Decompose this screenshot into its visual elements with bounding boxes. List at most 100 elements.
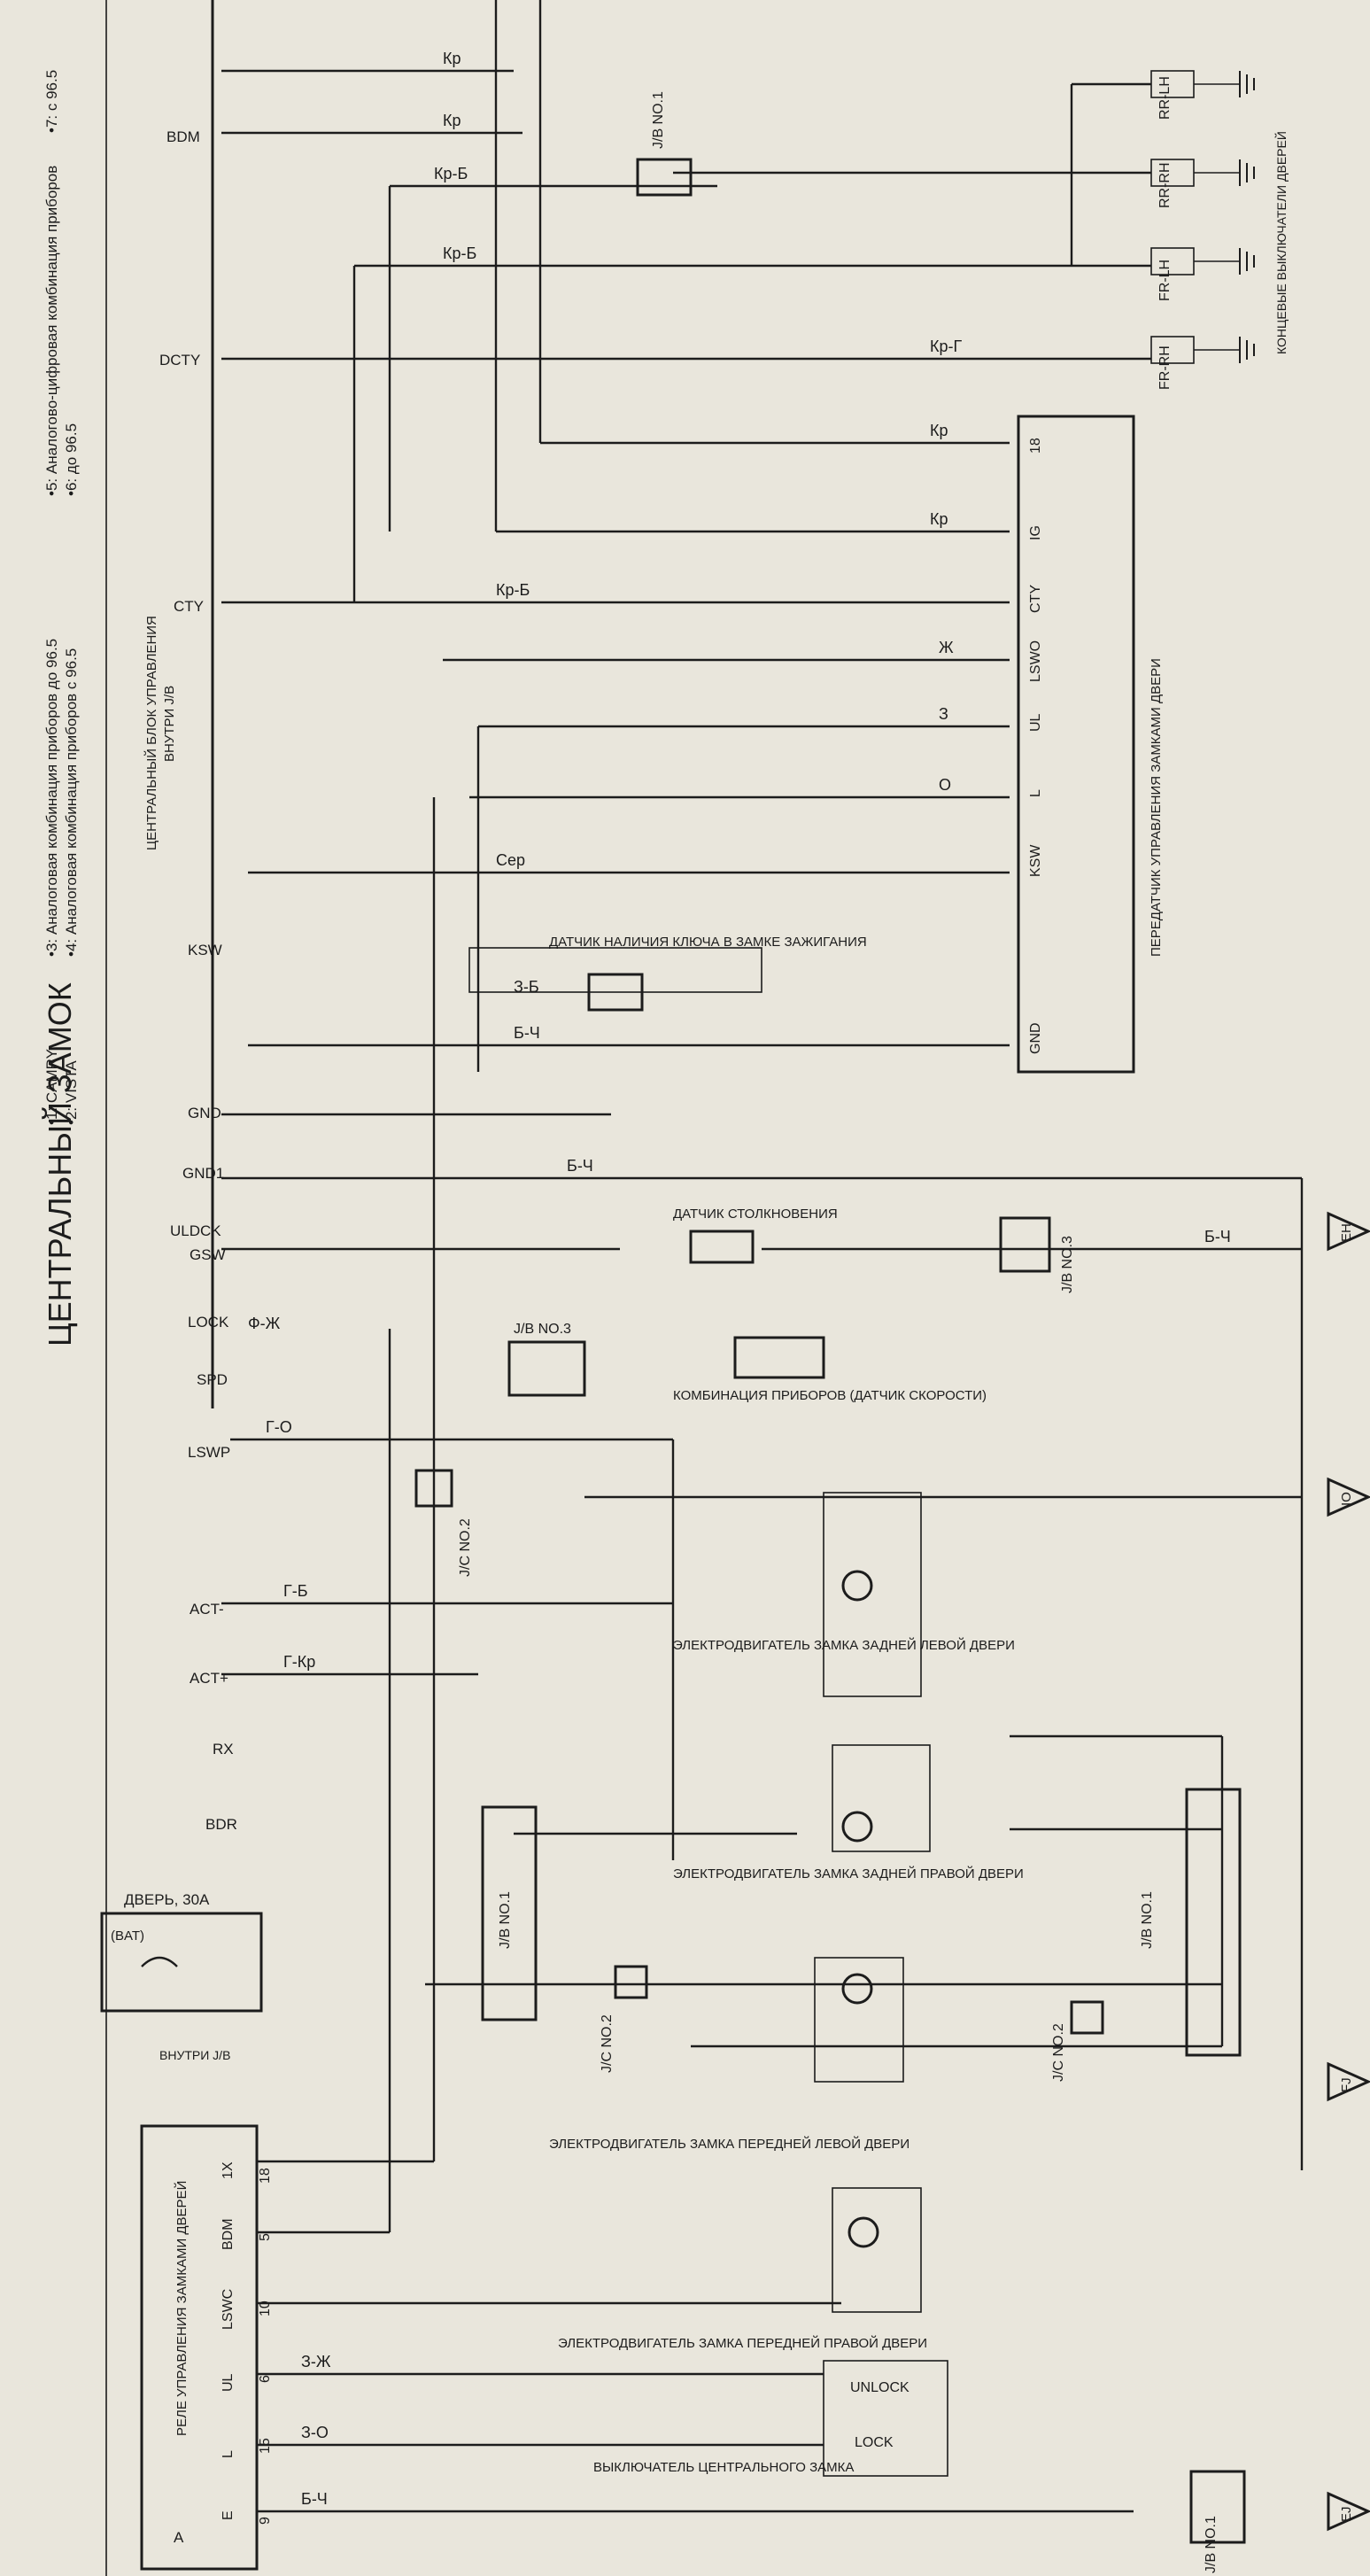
relay-num-5: 5 [258, 2233, 273, 2241]
note-3: •3: Аналоговая комбинация приборов до 96… [43, 639, 60, 957]
terminal-lswp: LSWP [188, 1444, 230, 1461]
rear-left-motor: ЭЛЕКТРОДВИГАТЕЛЬ ЗАМКА ЗАДНЕЙ ЛЕВОЙ ДВЕР… [673, 1492, 1015, 1697]
relay-num-18: 18 [258, 2168, 273, 2184]
main-switch-unlock: UNLOCK [850, 2380, 909, 2395]
jb-no3-right-label: J/B NO.3 [1060, 1236, 1075, 1293]
front-left-motor: ЭЛЕКТРОДВИГАТЕЛЬ ЗАМКА ПЕРЕДНЕЙ ЛЕВОЙ ДВ… [549, 1957, 909, 2152]
door-switch-rr-rh: RR-RH [1150, 159, 1240, 208]
transmitter-pin-lswo: LSWO [1028, 640, 1043, 682]
door-switch-fr-lh-label: FR-LH [1157, 260, 1173, 301]
terminal-bdm: BDM [166, 128, 200, 145]
jc-no2-left: J/C NO.2 [414, 1469, 473, 1577]
terminal-dcty: DCTY [159, 352, 200, 369]
wire-label-bch-1: Б-Ч [514, 1024, 540, 1042]
note-1: •1: CAMRY [43, 1049, 60, 1125]
relay-num-6: 6 [258, 2375, 273, 2383]
ground-ej: EJ [1339, 2506, 1354, 2522]
jc-no2-right-label: J/C NO.2 [1051, 2023, 1066, 2082]
relay-pin-bdm: BDM [221, 2218, 236, 2250]
jc-no2-center: J/C NO.2 [600, 1965, 648, 2073]
wire-label-zo: З-О [301, 2424, 329, 2441]
fuse-sub: ВНУТРИ J/B [159, 2048, 230, 2062]
central-unit-sub: ВНУТРИ J/B [162, 686, 177, 762]
wire-label-gkr: Г-Кр [283, 1653, 315, 1671]
ground-flags: EH IO FJ EJ [1327, 1211, 1370, 2532]
transmitter: ПЕРЕДАТЧИК УПРАВЛЕНИЯ ЗАМКАМИ ДВЕРИ 18 I… [1017, 415, 1164, 1074]
terminal-gnd: GND [188, 1105, 221, 1121]
wire-label-bch-3: Б-Ч [1204, 1228, 1231, 1245]
jb-no1-center: J/B NO.1 [481, 1805, 538, 2021]
central-unit: ЦЕНТРАЛЬНЫЙ БЛОК УПРАВЛЕНИЯ ВНУТРИ J/B B… [105, 0, 237, 2576]
wire-label-gb: Г-Б [283, 1582, 308, 1600]
door-switches-label: КОНЦЕВЫЕ ВЫКЛЮЧАТЕЛИ ДВЕРЕЙ [1273, 131, 1289, 354]
note-5: •5: Аналогово-цифровая комбинация прибор… [43, 166, 60, 496]
wire-label-kr-1: Кр [443, 50, 461, 67]
transmitter-pin-18: 18 [1028, 438, 1043, 454]
terminal-ksw: KSW [188, 942, 222, 958]
wire-label-kr-4: Кр [930, 510, 948, 528]
transmitter-pin-ul: UL [1028, 713, 1043, 732]
terminal-gsw: GSW [190, 1246, 226, 1263]
key-sensor: ДАТЧИК НАЛИЧИЯ КЛЮЧА В ЗАМКЕ ЗАЖИГАНИЯ [468, 935, 867, 1012]
wire-label-o: О [939, 776, 951, 794]
rear-left-motor-label: ЭЛЕКТРОДВИГАТЕЛЬ ЗАМКА ЗАДНЕЙ ЛЕВОЙ ДВЕР… [673, 1637, 1015, 1653]
wire-bundle [221, 0, 1304, 2513]
central-unit-label: ЦЕНТРАЛЬНЫЙ БЛОК УПРАВЛЕНИЯ [143, 616, 159, 850]
transmitter-label: ПЕРЕДАТЧИК УПРАВЛЕНИЯ ЗАМКАМИ ДВЕРИ [1149, 658, 1164, 957]
jb-no1-right-label: J/B NO.1 [1140, 1891, 1155, 1949]
main-switch-lock: LOCK [855, 2435, 894, 2450]
jb-no1-top: J/B NO.1 [636, 91, 693, 197]
terminal-gnd1: GND1 [182, 1165, 224, 1182]
ground-io: IO [1339, 1492, 1354, 1506]
door-switch-rr-lh: RR-LH [1150, 70, 1240, 120]
note-2: •2: VISTA [63, 1060, 80, 1125]
ground-symbols [1239, 71, 1255, 363]
note-6: •6: до 96.5 [63, 423, 80, 496]
relay-pin-e: E [221, 2510, 236, 2520]
jb-no1-bottom-label: J/B NO.1 [1204, 2516, 1219, 2573]
main-switch-label: ВЫКЛЮЧАТЕЛЬ ЦЕНТРАЛЬНОГО ЗАМКА [593, 2460, 854, 2475]
relay-pin-ul: UL [221, 2373, 236, 2392]
door-switch-rr-rh-label: RR-RH [1157, 162, 1173, 208]
wire-label-krb-2: Кр-Б [443, 244, 476, 262]
wire-label-bch-4: Б-Ч [301, 2490, 328, 2508]
jb-no1-right: J/B NO.1 [1140, 1788, 1242, 2057]
terminal-lock: LOCK [188, 1314, 229, 1331]
jb-no3-label: J/B NO.3 [514, 1322, 571, 1337]
front-right-motor-label: ЭЛЕКТРОДВИГАТЕЛЬ ЗАМКА ПЕРЕДНЕЙ ПРАВОЙ Д… [558, 2335, 927, 2351]
terminal-act-minus: ACT- [190, 1601, 224, 1618]
door-fuse: ДВЕРЬ, 30А (BAT) ВНУТРИ J/B [100, 1891, 263, 2062]
wire-label-zb: З-Б [514, 978, 539, 996]
ground-fj: FJ [1339, 2077, 1354, 2092]
relay-code: A [174, 2529, 184, 2546]
wire-label-kr-3: Кр [930, 422, 948, 439]
wire-label-krb-1: Кр-Б [434, 165, 468, 182]
jc-no2-center-label: J/C NO.2 [600, 2014, 615, 2073]
terminal-cty: CTY [174, 598, 204, 615]
ground-eh: EH [1339, 1223, 1354, 1242]
door-switch-fr-rh-label: FR-RH [1157, 345, 1173, 390]
wire-label-krg: Кр-Г [930, 338, 962, 355]
jb-no1-top-label: J/B NO.1 [651, 91, 666, 149]
jc-no2-left-label: J/C NO.2 [458, 1518, 473, 1577]
terminal-rx: RX [213, 1741, 234, 1757]
speed-sensor: КОМБИНАЦИЯ ПРИБОРОВ (ДАТЧИК СКОРОСТИ) [673, 1336, 987, 1403]
fuse-label: ДВЕРЬ, 30А [124, 1891, 210, 1908]
relay-pin-1x: 1X [221, 2161, 236, 2179]
terminal-spd: SPD [197, 1371, 228, 1388]
speed-sensor-label: КОМБИНАЦИЯ ПРИБОРОВ (ДАТЧИК СКОРОСТИ) [673, 1388, 987, 1403]
relay-pin-l: L [221, 2450, 236, 2458]
door-switch-fr-rh: FR-RH [1150, 336, 1240, 390]
door-switch-rr-lh-label: RR-LH [1157, 76, 1173, 120]
central-unit-terminals: BDM DCTY CTY KSW GND GND1 ULDCK GSW LOCK… [159, 128, 237, 1833]
transmitter-pin-ig: IG [1028, 525, 1043, 540]
jc-no2-right: J/C NO.2 [1051, 2000, 1104, 2082]
wire-label-z: З [939, 705, 948, 723]
crash-sensor-label: ДАТЧИК СТОЛКНОВЕНИЯ [673, 1207, 838, 1222]
rear-right-motor: ЭЛЕКТРОДВИГАТЕЛЬ ЗАМКА ЗАДНЕЙ ПРАВОЙ ДВЕ… [673, 1744, 1024, 1882]
note-4: •4: Аналоговая комбинация приборов с 96.… [63, 648, 80, 957]
relay-label: РЕЛЕ УПРАВЛЕНИЯ ЗАМКАМИ ДВЕРЕЙ [174, 2181, 190, 2436]
wire-color-labels: Кр Кр Кр-Б Кр-Б Кр-Г Кр Кр Кр-Б Ж З О Се… [248, 50, 1231, 2508]
key-sensor-label: ДАТЧИК НАЛИЧИЯ КЛЮЧА В ЗАМКЕ ЗАЖИГАНИЯ [549, 935, 867, 950]
